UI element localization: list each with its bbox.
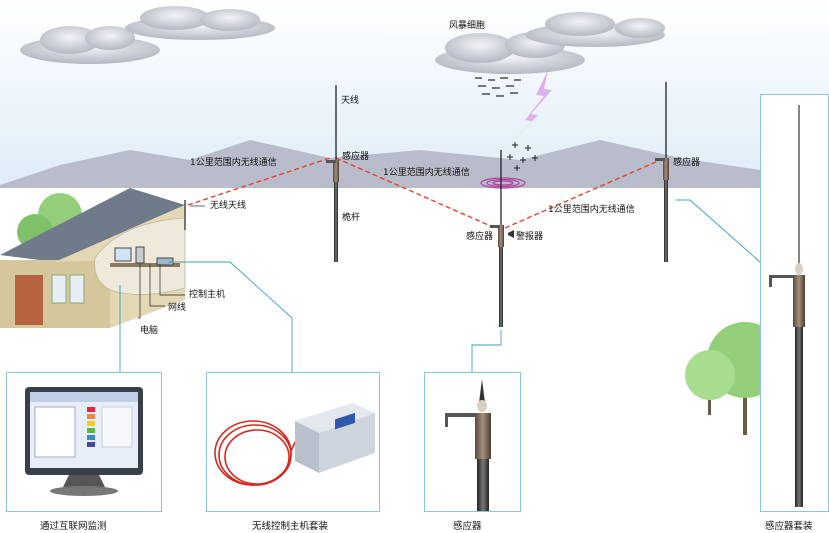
lightning-bolt [510,70,552,145]
mountains [0,140,829,200]
label-mast: 桅杆 [342,213,361,223]
mast-center [490,150,514,327]
sensor-kit-icon [769,105,805,507]
label-link-middle: 1公里范围内无线通信 [383,168,470,178]
panel-wireless-host-kit [206,372,380,512]
callout-lines [119,199,761,372]
label-network-cable: 网线 [168,303,187,313]
label-antenna: 天线 [341,96,360,106]
caption-wireless-host-kit: 无线控制主机套装 [252,521,329,532]
caption-sensor: 感应器 [453,521,482,532]
field-rings [480,177,526,189]
network-cable-coil [214,420,304,486]
cloud-top-right [525,12,665,47]
label-storm-cell: 风暴细胞 [449,21,486,31]
caption-internet-monitoring: 通过互联网监测 [40,521,107,532]
caption-sensor-kit: 感应器套装 [765,521,813,532]
mast-left [326,85,339,262]
monitor-icon [25,387,143,496]
panel-sensor-kit [760,94,829,512]
cloud-left [20,26,160,64]
label-sensor-top-left: 感应器 [342,152,370,162]
panel-internet-monitoring [6,372,162,512]
label-link-left: 1公里范围内无线通信 [190,158,277,168]
label-link-right: 1公里范围内无线通信 [548,205,635,215]
charge-marks [507,142,538,171]
wireless-links [187,157,666,229]
rain-marks [475,77,521,97]
label-control-host: 控制主机 [189,290,226,300]
panel-sensor [424,372,521,512]
label-computer: 电脑 [140,326,159,336]
house [0,188,186,328]
leader-lines [138,205,205,319]
label-wireless-antenna: 无线天线 [210,201,247,211]
label-sensor-center: 感应器 [466,232,494,242]
sensor-icon [445,379,491,511]
cloud-top-left [125,6,275,40]
host-kit-icon [214,403,375,486]
label-alarm: 警报器 [516,232,544,242]
mast-right [655,82,669,262]
label-sensor-right: 感应器 [673,158,701,168]
